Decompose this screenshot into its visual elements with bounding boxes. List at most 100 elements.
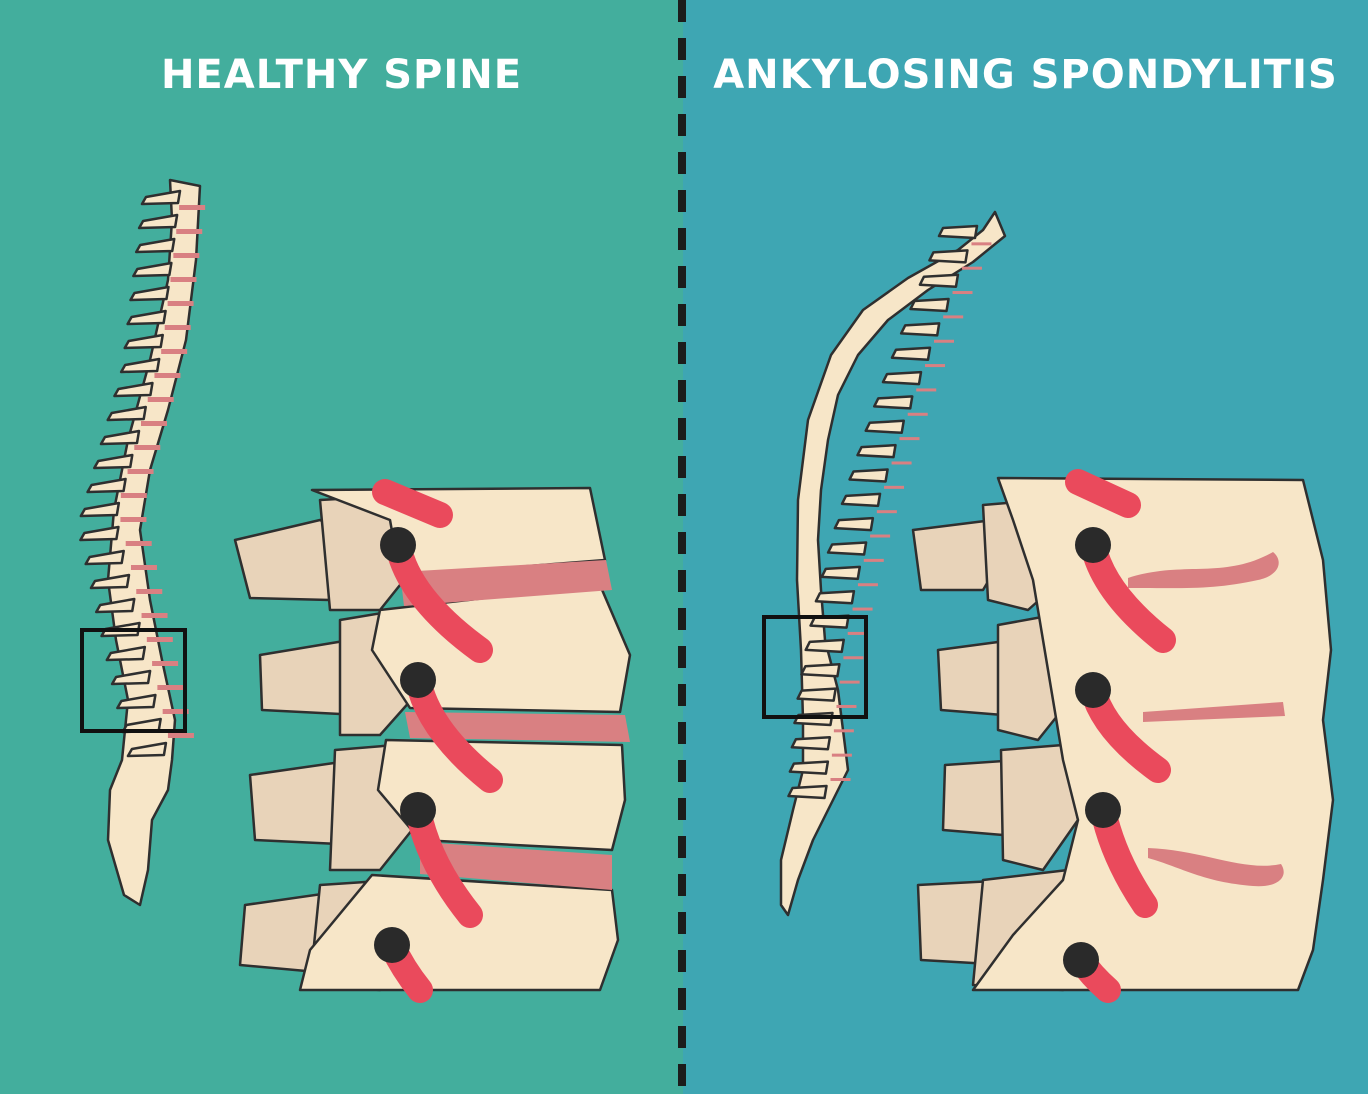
ankylosing-fused-disc xyxy=(830,778,851,781)
ankylosing-fused-disc xyxy=(925,364,946,368)
ankylosing-spondylitis-title: ANKYLOSING SPONDYLITIS xyxy=(713,52,1338,98)
healthy-foramen xyxy=(380,527,416,563)
ankylosing-spine-fused-discs xyxy=(830,242,992,781)
healthy-spinous-process xyxy=(126,309,167,326)
ankylosing-fused-disc xyxy=(934,339,955,343)
healthy-nerve xyxy=(372,479,453,528)
ankylosing-spinous-process xyxy=(796,687,837,702)
healthy-disc xyxy=(170,277,197,282)
ankylosing-spinous-process xyxy=(787,784,828,800)
ankylosing-spinous-process xyxy=(800,663,841,678)
healthy-disc xyxy=(157,685,184,690)
healthy-spinous-process xyxy=(79,501,121,518)
healthy-disc xyxy=(141,613,168,618)
healthy-spinous-process xyxy=(113,381,154,398)
ankylosing-spinous-process xyxy=(788,760,830,775)
healthy-spinous-process xyxy=(126,741,168,758)
healthy-spinous-process xyxy=(84,549,125,566)
healthy-spine-processes xyxy=(79,189,182,758)
healthy-spinous-process xyxy=(134,237,176,254)
healthy-spinous-process xyxy=(140,189,182,206)
healthy-disc xyxy=(136,589,163,594)
ankylosing-foramen xyxy=(1075,527,1111,563)
ankylosing-spinous-process xyxy=(820,565,862,581)
ankylosing-spinous-process xyxy=(833,516,875,532)
ankylosing-spinous-process xyxy=(826,541,868,556)
ankylosing-fused-disc xyxy=(899,437,920,441)
ankylosing-spinous-process xyxy=(804,638,845,654)
ankylosing-spinous-process xyxy=(890,346,932,361)
healthy-disc xyxy=(173,253,200,258)
ankylosing-fused-disc xyxy=(884,485,905,489)
healthy-disc xyxy=(125,541,152,546)
ankylosing-fused-disc xyxy=(831,753,852,757)
healthy-nerve-roots xyxy=(372,479,503,1003)
ankylosing-fused-disc xyxy=(847,631,868,635)
ankylosing-nerve-roots xyxy=(1063,469,1176,1003)
ankylosing-fused-disc xyxy=(971,242,992,246)
healthy-spinous-process xyxy=(95,597,136,614)
ankylosing-fused-disc xyxy=(891,461,912,465)
healthy-disc xyxy=(167,733,194,738)
healthy-disc xyxy=(161,349,188,354)
ankylosing-fused-disc xyxy=(916,388,937,392)
healthy-magnified-vertebrae xyxy=(233,479,632,1003)
ankylosing-fused-disc xyxy=(839,680,860,684)
healthy-spinous-process xyxy=(137,213,179,230)
healthy-disc xyxy=(176,229,203,234)
healthy-disc xyxy=(141,421,167,426)
healthy-full-spine xyxy=(79,178,206,907)
healthy-disc xyxy=(164,325,191,330)
ankylosing-spondylitis-panel: ANKYLOSING SPONDYLITIS xyxy=(683,0,1368,1094)
ankylosing-full-spine xyxy=(762,210,1007,917)
ankylosing-spinous-process xyxy=(909,297,950,313)
ankylosing-spinous-process xyxy=(856,443,897,459)
ankylosing-spine-illustration xyxy=(762,210,1335,1003)
ankylosing-foramen xyxy=(1063,942,1099,978)
healthy-foramen xyxy=(400,662,436,698)
ankylosing-fused-disc xyxy=(843,656,864,660)
ankylosing-fused-disc xyxy=(833,729,854,733)
healthy-spinous-process xyxy=(89,573,131,590)
ankylosing-spinous-process xyxy=(840,492,882,508)
healthy-disc xyxy=(147,397,174,402)
healthy-disc xyxy=(179,205,206,210)
ankylosing-fused-disc xyxy=(870,534,891,538)
healthy-disc xyxy=(154,373,181,378)
ankylosing-spinous-process xyxy=(814,589,856,605)
ankylosing-foramen xyxy=(1085,792,1121,828)
ankylosing-spinous-process xyxy=(848,468,889,483)
healthy-disc xyxy=(152,661,179,666)
healthy-spinous-process xyxy=(105,645,147,662)
healthy-foramen xyxy=(374,927,410,963)
ankylosing-spinous-process xyxy=(928,249,969,264)
ankylosing-spinous-process xyxy=(899,322,941,337)
healthy-spinous-process xyxy=(129,285,170,302)
healthy-spinous-process xyxy=(123,333,164,350)
healthy-zoom-box xyxy=(80,628,187,733)
ankylosing-spinous-process xyxy=(918,273,960,288)
healthy-spine-illustration xyxy=(79,178,632,1003)
healthy-foramen xyxy=(400,792,436,828)
healthy-spinous-process xyxy=(116,693,157,710)
healthy-disc xyxy=(120,517,147,522)
ankylosing-fused-disc xyxy=(943,315,964,319)
ankylosing-spinous-process xyxy=(864,419,905,435)
healthy-disc xyxy=(130,565,157,570)
ankylosing-fused-disc xyxy=(907,412,928,416)
healthy-spinous-process xyxy=(93,453,134,470)
ankylosing-foramen xyxy=(1075,672,1111,708)
ankylosing-zoom-box xyxy=(762,615,868,719)
ankylosing-fused-disc xyxy=(852,607,873,611)
healthy-disc xyxy=(162,709,189,714)
ankylosing-fused-disc xyxy=(857,583,878,587)
healthy-spinous-process xyxy=(99,429,141,446)
healthy-disc xyxy=(120,493,147,498)
ankylosing-spinous-process xyxy=(881,370,923,386)
ankylosing-fused-disc xyxy=(952,291,973,295)
ankylosing-nerve xyxy=(1065,469,1141,518)
ankylosing-spinous-process xyxy=(790,736,832,751)
healthy-spine-discs xyxy=(120,205,206,738)
healthy-disc xyxy=(134,445,161,450)
healthy-disc xyxy=(146,637,173,642)
